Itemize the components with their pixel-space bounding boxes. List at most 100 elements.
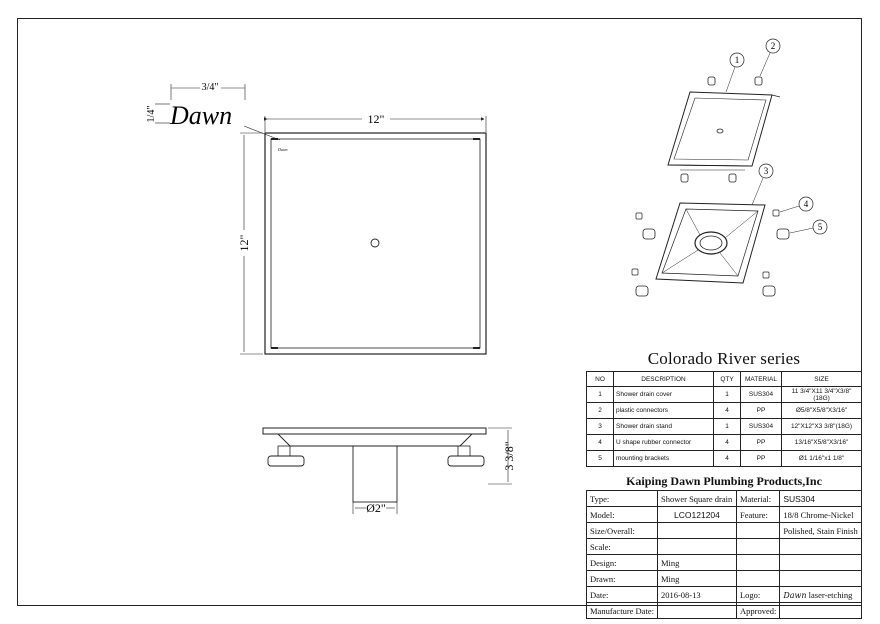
part-size: Ø1 1/16"x1 1/8" <box>781 450 862 467</box>
part-size: 11 3/4"X11 3/4"X3/8"(18G) <box>781 386 862 403</box>
logo-value: Dawn laser-etching <box>779 586 862 603</box>
parts-header-row: NO DESCRIPTION QTY MATERIAL SIZE <box>586 371 862 387</box>
part-desc: U shape rubber connector <box>613 434 714 451</box>
finish-value: Polished, Stain Finish <box>779 522 862 539</box>
drawing-frame <box>17 18 862 606</box>
title-block-row: Manufacture Date: Approved: <box>586 602 862 619</box>
part-material: PP <box>740 434 782 451</box>
design-label: Design: <box>586 554 658 571</box>
callout-1: 1 <box>735 55 740 65</box>
dim-left-height: 12" <box>237 234 251 251</box>
part-qty: 4 <box>713 450 741 467</box>
type-label: Type: <box>586 490 658 507</box>
blank-cell <box>735 538 781 555</box>
dim-logo-height: 1/4" <box>146 106 157 123</box>
approved-value <box>779 602 862 619</box>
title-block-row: Drawn: Ming <box>586 570 862 587</box>
logo-large: Dawn <box>169 101 232 130</box>
title-block-row: Model: LCO121204 Feature: 18/8 Chrome-Ni… <box>586 506 862 523</box>
logo-script: Dawn <box>783 590 807 600</box>
blank-cell <box>735 554 781 571</box>
blank-cell <box>779 538 862 555</box>
callout-2: 2 <box>771 41 776 51</box>
title-block-table: Type: Shower Square drain Material: SUS3… <box>586 490 862 619</box>
model-value: LCO121204 <box>656 506 737 523</box>
drawn-label: Drawn: <box>586 570 658 587</box>
part-desc: Shower drain stand <box>613 418 714 435</box>
company-name: Kaiping Dawn Plumbing Products,Inc <box>626 474 822 488</box>
part-material: SUS304 <box>740 386 782 403</box>
type-value: Shower Square drain <box>656 490 737 507</box>
part-qty: 1 <box>713 386 741 403</box>
part-desc: Shower drain cover <box>613 386 714 403</box>
size-value <box>656 522 737 539</box>
mfg-date-label: Manufacture Date: <box>586 602 658 619</box>
part-qty: 1 <box>713 418 741 435</box>
part-desc: plastic connectors <box>613 402 714 419</box>
dim-pipe-diameter: Ø2" <box>366 501 386 515</box>
date-label: Date: <box>586 586 658 603</box>
table-row: 2 plastic connectors 4 PP Ø5/8"X5/8"X3/1… <box>586 402 862 419</box>
logo-method: laser-etching <box>808 589 853 600</box>
approved-label: Approved: <box>735 602 781 619</box>
title-block-row: Size/Overall: Polished, Stain Finish <box>586 522 862 539</box>
model-label: Model: <box>586 506 658 523</box>
logo-label: Logo: <box>735 586 781 603</box>
dim-logo-width: 3/4" <box>202 82 219 93</box>
part-size: 13/16"X5/8"X3/16" <box>781 434 862 451</box>
blank-cell <box>779 570 862 587</box>
table-row: 4 U shape rubber connector 4 PP 13/16"X5… <box>586 434 862 451</box>
drawn-value: Ming <box>656 570 737 587</box>
feature-label: Feature: <box>735 506 781 523</box>
part-no: 1 <box>586 386 614 403</box>
blank-cell <box>779 554 862 571</box>
col-header-no: NO <box>586 371 614 387</box>
scale-value <box>656 538 737 555</box>
col-header-material: MATERIAL <box>740 371 782 387</box>
part-qty: 4 <box>713 402 741 419</box>
part-size: Ø5/8"X5/8"X3/16" <box>781 402 862 419</box>
part-size: 12"X12"X3 3/8"(18G) <box>781 418 862 435</box>
callout-5: 5 <box>818 222 823 232</box>
title-block-row: Date: 2016-08-13 Logo: Dawn laser-etchin… <box>586 586 862 603</box>
callout-4: 4 <box>804 199 809 209</box>
col-header-description: DESCRIPTION <box>613 371 714 387</box>
part-material: SUS304 <box>740 418 782 435</box>
callout-3: 3 <box>764 166 769 176</box>
table-row: 5 mounting brackets 4 PP Ø1 1/16"x1 1/8" <box>586 450 862 467</box>
logo-small: Dawn <box>277 147 288 152</box>
dim-height: 3 3/8" <box>502 441 516 470</box>
top-view <box>155 84 487 355</box>
title-block-row: Design: Ming <box>586 554 862 571</box>
dim-top-width: 12" <box>368 112 385 126</box>
exploded-view <box>631 38 828 297</box>
title-block-row: Scale: <box>586 538 862 555</box>
scale-label: Scale: <box>586 538 658 555</box>
side-view <box>262 427 512 514</box>
part-qty: 4 <box>713 434 741 451</box>
design-value: Ming <box>656 554 737 571</box>
parts-table: NO DESCRIPTION QTY MATERIAL SIZE 1 Showe… <box>586 371 862 467</box>
part-material: PP <box>740 450 782 467</box>
part-no: 4 <box>586 434 614 451</box>
material-value: SUS304 <box>779 490 862 507</box>
col-header-size: SIZE <box>781 371 862 387</box>
table-row: 1 Shower drain cover 1 SUS304 11 3/4"X11… <box>586 386 862 403</box>
part-no: 5 <box>586 450 614 467</box>
part-material: PP <box>740 402 782 419</box>
part-no: 3 <box>586 418 614 435</box>
material-label: Material: <box>735 490 781 507</box>
part-no: 2 <box>586 402 614 419</box>
title-block-row: Type: Shower Square drain Material: SUS3… <box>586 490 862 507</box>
date-value: 2016-08-13 <box>656 586 737 603</box>
series-title: Colorado River series <box>647 349 801 368</box>
part-desc: mounting brackets <box>613 450 714 467</box>
feature-value: 18/8 Chrome-Nickel <box>779 506 862 523</box>
blank-cell <box>735 522 781 539</box>
size-label: Size/Overall: <box>586 522 658 539</box>
table-row: 3 Shower drain stand 1 SUS304 12"X12"X3 … <box>586 418 862 435</box>
blank-cell <box>735 570 781 587</box>
col-header-qty: QTY <box>713 371 741 387</box>
